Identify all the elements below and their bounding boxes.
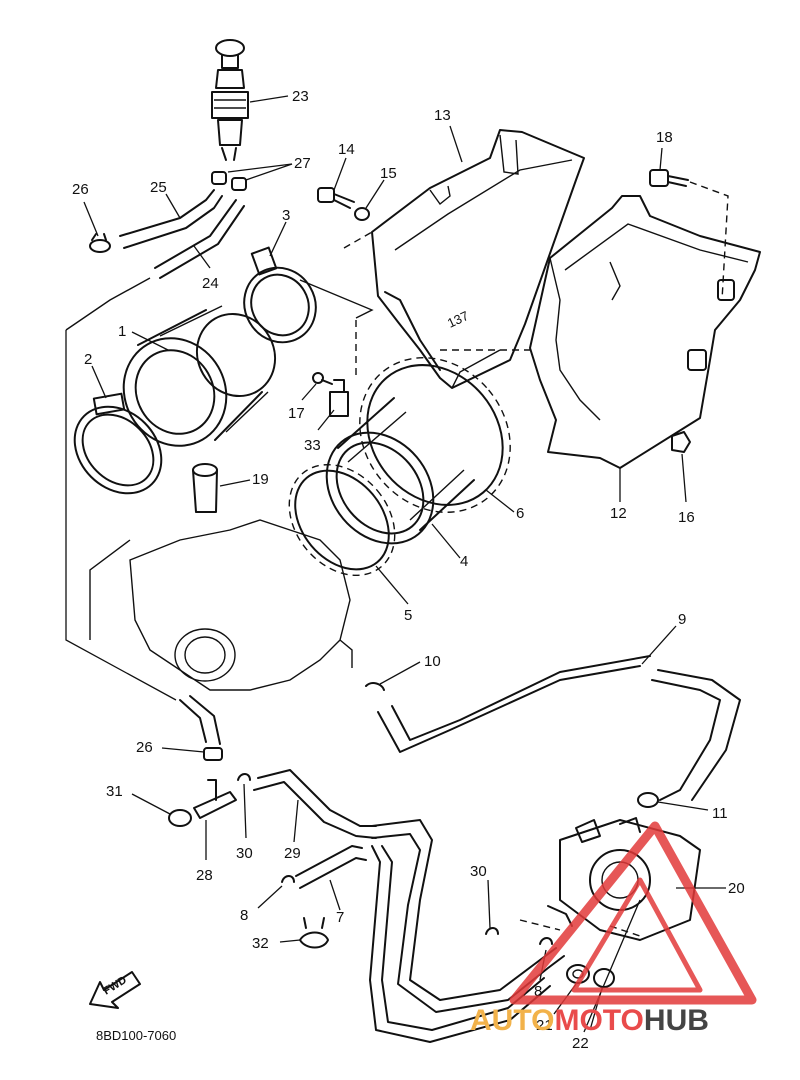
callout-32: 32 [252, 935, 269, 952]
part-33-clip [329, 379, 349, 417]
callout-1: 1 [118, 323, 126, 340]
part-19-cap [192, 463, 218, 513]
callout-26b: 26 [136, 739, 153, 756]
callout-3: 3 [282, 207, 290, 224]
svg-text:AUTOMOTOHUB: AUTOMOTOHUB [470, 1004, 709, 1037]
callout-28: 28 [196, 867, 213, 884]
callout-21: 21 [536, 1017, 553, 1034]
part-6-air-box-joint [359, 357, 511, 513]
fwd-arrow: FWD [89, 971, 141, 1009]
part-18-bolt [649, 169, 689, 187]
part-29-hose [253, 769, 377, 839]
part-9-hose [377, 655, 741, 801]
callout-33: 33 [304, 437, 321, 454]
callout-26: 26 [72, 181, 89, 198]
callout-25: 25 [150, 179, 167, 196]
callout-15: 15 [380, 165, 397, 182]
callout-labels: 1 2 3 4 5 6 7 8 8 9 10 11 12 13 14 15 16 [72, 88, 745, 1052]
engine-outline [129, 519, 353, 691]
part-2-band-clamp [73, 392, 163, 495]
callout-31: 31 [106, 783, 123, 800]
assembly-reference-lines [65, 181, 729, 937]
part-22-cap [593, 968, 615, 988]
part-8-clip-right [539, 937, 553, 945]
part-14-bolt [317, 187, 355, 209]
svg-text:137: 137 [445, 308, 471, 331]
part-10-clip [365, 682, 385, 691]
callout-8b: 8 [534, 983, 542, 1000]
part-20-pump [547, 817, 701, 941]
callout-16: 16 [678, 509, 695, 526]
watermark-hub: HUB [644, 1004, 709, 1037]
part-25-hose [119, 189, 223, 249]
callout-8: 8 [240, 907, 248, 924]
callout-9: 9 [678, 611, 686, 628]
callout-18: 18 [656, 129, 673, 146]
part-7-hose [295, 845, 367, 889]
callout-29: 29 [284, 845, 301, 862]
part-26-clamp-top [89, 233, 111, 253]
part-11-clamp [637, 792, 659, 808]
callout-4: 4 [460, 553, 468, 570]
part-16-nut [671, 431, 691, 453]
part-5-gasket-ring [288, 464, 396, 576]
part-26-clamp-lower [179, 695, 223, 761]
callout-11: 11 [712, 805, 728, 822]
part-32-spring-clamp [299, 917, 329, 949]
callout-23: 23 [292, 88, 309, 105]
long-drain-hose [369, 819, 565, 1043]
callout-30: 30 [236, 845, 253, 862]
part-24-hose [154, 199, 245, 279]
watermark: AUTOMOTOHUB [470, 821, 757, 1037]
part-12-air-box-lower [529, 195, 761, 469]
callout-27: 27 [294, 155, 311, 172]
callout-19: 19 [252, 471, 269, 488]
callout-12: 12 [610, 505, 627, 522]
callout-2: 2 [84, 351, 92, 368]
callout-22: 22 [572, 1035, 589, 1052]
part-30-clip-right [485, 927, 499, 935]
part-1-carb-joint [122, 305, 277, 447]
callout-17: 17 [288, 405, 305, 422]
part-3-band-clamp [243, 246, 317, 344]
callout-10: 10 [424, 653, 441, 670]
part-28-joint [193, 779, 237, 819]
callout-20: 20 [728, 880, 745, 897]
part-4-boot [325, 397, 475, 545]
watermark-moto: MOTO [554, 1004, 643, 1037]
watermark-triangle-icon [509, 821, 757, 1005]
callout-13: 13 [434, 107, 451, 124]
callout-14: 14 [338, 141, 355, 158]
part-8-clip-left [281, 875, 295, 883]
callout-6: 6 [516, 505, 524, 522]
part-23-valve [211, 39, 249, 161]
callout-7: 7 [336, 909, 344, 926]
part-31-clamp [168, 809, 192, 827]
part-27-clips [211, 171, 247, 191]
drawing-code: 8BD100-7060 [96, 1028, 176, 1043]
callout-24: 24 [202, 275, 219, 292]
callout-30b: 30 [470, 863, 487, 880]
watermark-auto: AUTO [470, 1004, 554, 1037]
part-15-washer [354, 207, 370, 221]
part-17-screw [312, 372, 333, 385]
callout-5: 5 [404, 607, 412, 624]
part-30-clip-left [237, 773, 251, 781]
